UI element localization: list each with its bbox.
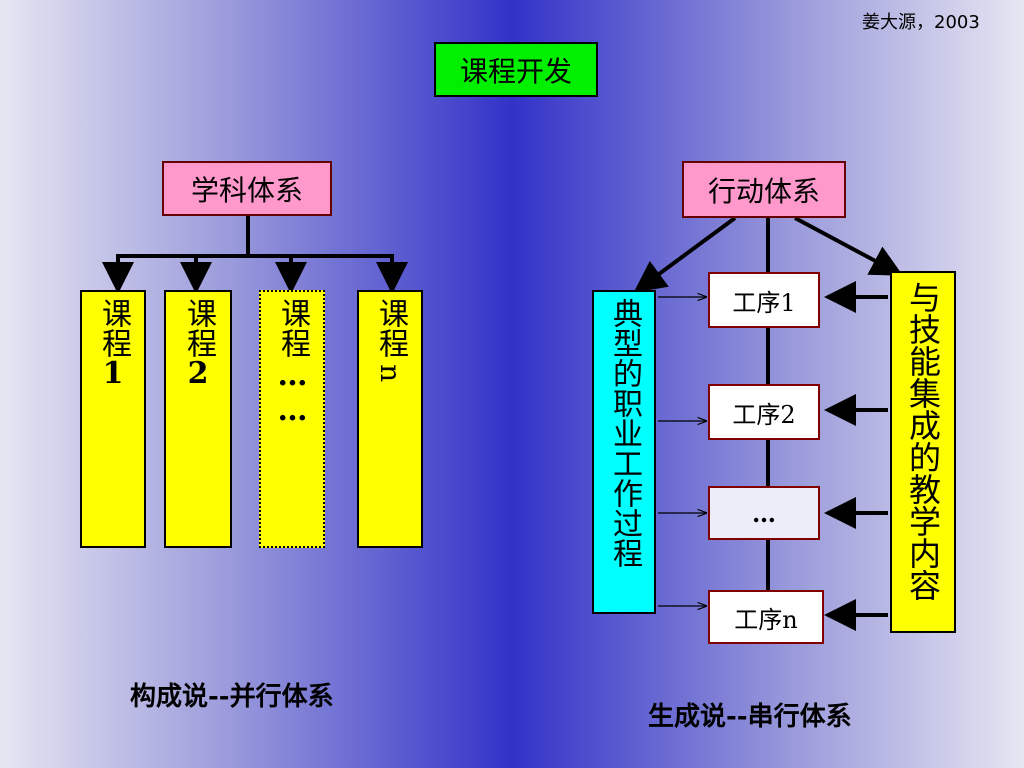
course-column-ellipsis: 课程 ……: [259, 290, 325, 548]
process-step-2: 工序2: [708, 384, 820, 440]
left-tree-connectors: [102, 216, 408, 294]
process-step-ellipsis: …: [708, 486, 820, 540]
right-tree-connectors: [633, 216, 904, 631]
course-label: 课程: [275, 298, 310, 358]
thin-arrows: [658, 297, 706, 606]
course-number: 2: [187, 356, 209, 391]
course-column-n: 课程 n: [357, 290, 423, 548]
discipline-system-header: 学科体系: [162, 161, 332, 216]
integrated-content-box: 与技能集成的教学内容: [890, 271, 956, 633]
course-label: 课程: [373, 298, 408, 358]
left-caption: 构成说--并行体系: [130, 682, 334, 712]
course-label: 课程: [181, 298, 216, 358]
integrated-content-label: 与技能集成的教学内容: [904, 281, 942, 601]
course-column-2: 课程 2: [164, 290, 232, 548]
work-process-label: 典型的职业工作过程: [607, 298, 642, 568]
process-step-n: 工序n: [708, 590, 824, 644]
course-number: ……: [275, 358, 310, 428]
course-label: 课程: [96, 298, 131, 358]
course-column-1: 课程 1: [80, 290, 146, 548]
process-step-1: 工序1: [708, 272, 820, 328]
course-number: n: [374, 364, 408, 383]
action-system-header: 行动体系: [682, 161, 846, 218]
author-credit: 姜大源，2003: [862, 12, 980, 33]
right-caption: 生成说--串行体系: [648, 702, 852, 732]
diagram-title: 课程开发: [434, 42, 598, 97]
work-process-box: 典型的职业工作过程: [592, 290, 656, 614]
course-number: 1: [102, 356, 124, 391]
